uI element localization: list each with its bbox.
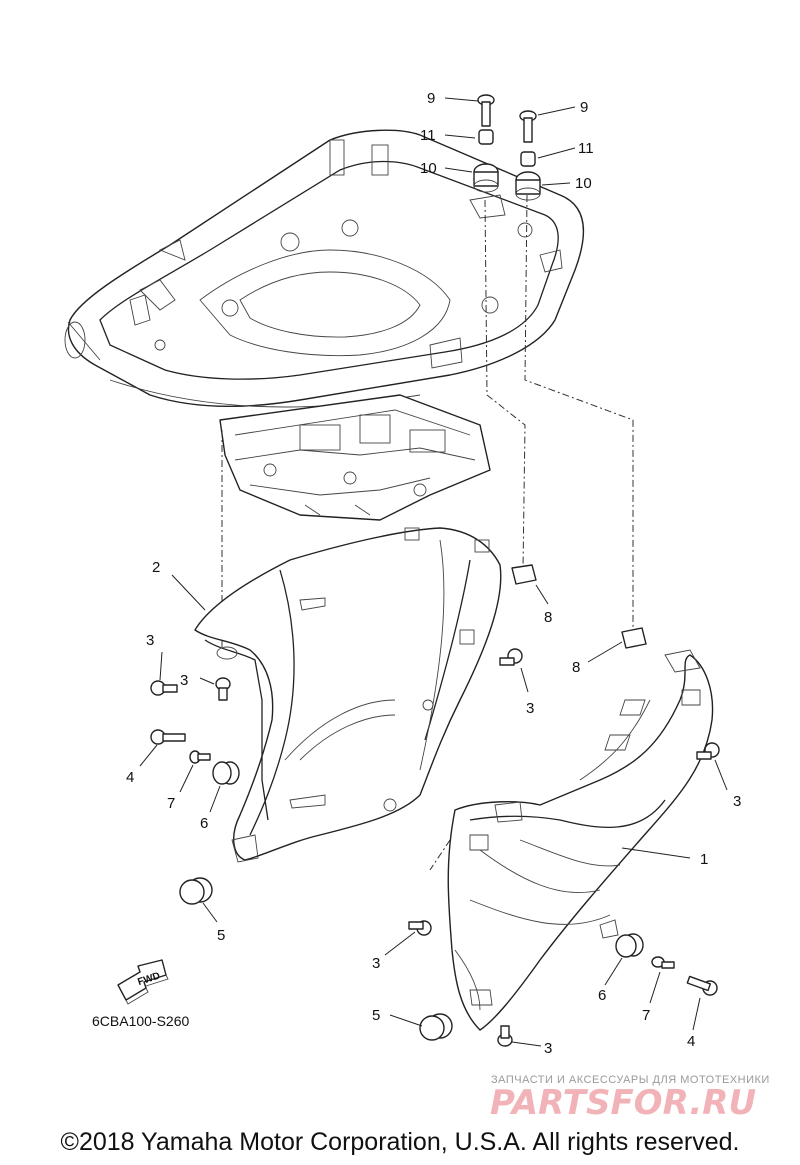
screw-3-icon [408, 920, 432, 936]
callout-9-left: 9 [427, 90, 435, 107]
collar-7-icon [651, 956, 675, 969]
callout-9-right: 9 [580, 99, 588, 116]
screw-3-icon [497, 1025, 513, 1047]
callout-4-right: 4 [687, 1033, 695, 1050]
watermark: ЗАПЧАСТИ И АКСЕССУАРЫ ДЛЯ МОТОТЕХНИКИ PA… [490, 1074, 770, 1123]
grommet-10-left-icon [473, 163, 499, 193]
watermark-brand: PARTSFOR.RU [490, 1083, 756, 1123]
callout-10-left: 10 [420, 160, 437, 177]
grommet-10-right-icon [515, 171, 541, 201]
callout-10-right: 10 [575, 175, 592, 192]
screw-3-icon [150, 680, 178, 696]
cowling-frame [64, 129, 585, 408]
damper-5-icon [179, 877, 213, 905]
grommet-6-icon [615, 933, 644, 958]
watermark-tagline: ЗАПЧАСТИ И АКСЕССУАРЫ ДЛЯ МОТОТЕХНИКИ [491, 1074, 770, 1086]
right-cover-part-1 [447, 649, 714, 1031]
collar-11-left-icon [478, 129, 494, 145]
callout-11-right: 11 [578, 140, 594, 157]
callout-6-left: 6 [200, 815, 208, 832]
copyright-notice: ©2018 Yamaha Motor Corporation, U.S.A. A… [60, 1128, 740, 1156]
callout-8-left: 8 [544, 609, 552, 626]
callout-1: 1 [700, 851, 708, 868]
clip-8-right-icon [621, 627, 647, 649]
bolt-9-right-icon [519, 110, 537, 143]
bolt-4-icon [686, 975, 718, 996]
bolt-9-left-icon [477, 94, 495, 127]
callout-7-left: 7 [167, 795, 175, 812]
callout-6-right: 6 [598, 987, 606, 1004]
callout-3-b: 3 [180, 672, 188, 689]
damper-5-icon [419, 1013, 453, 1041]
screw-3-icon [499, 648, 523, 666]
callout-8-right: 8 [572, 659, 580, 676]
callout-5-right: 5 [372, 1007, 380, 1024]
screw-3-icon [215, 677, 231, 701]
diagram-code: 6CBA100-S260 [92, 1013, 190, 1029]
callout-3-a: 3 [146, 632, 154, 649]
callout-3-e: 3 [372, 955, 380, 972]
collar-11-right-icon [520, 151, 536, 167]
callout-11-left: 11 [420, 127, 436, 144]
callout-2: 2 [152, 559, 160, 576]
engine-block [219, 394, 491, 521]
callout-numbers: 9 9 11 11 10 10 2 8 8 3 3 3 3 1 4 7 6 5 … [126, 90, 741, 1057]
left-cover-part-2 [194, 527, 502, 863]
callout-3-d: 3 [733, 793, 741, 810]
callout-5-left: 5 [217, 927, 225, 944]
grommet-6-icon [212, 761, 240, 785]
callout-7-right: 7 [642, 1007, 650, 1024]
screw-3-icon [696, 742, 720, 760]
clip-8-left-icon [511, 564, 537, 585]
collar-7-icon [189, 750, 211, 764]
callout-3-f: 3 [544, 1040, 552, 1057]
hardware [150, 94, 720, 1047]
callout-3-c: 3 [526, 700, 534, 717]
callout-4-left: 4 [126, 769, 134, 786]
leader-lines [139, 97, 728, 1047]
bolt-4-icon [150, 729, 186, 745]
fwd-arrow-icon: FWD [117, 959, 169, 1005]
